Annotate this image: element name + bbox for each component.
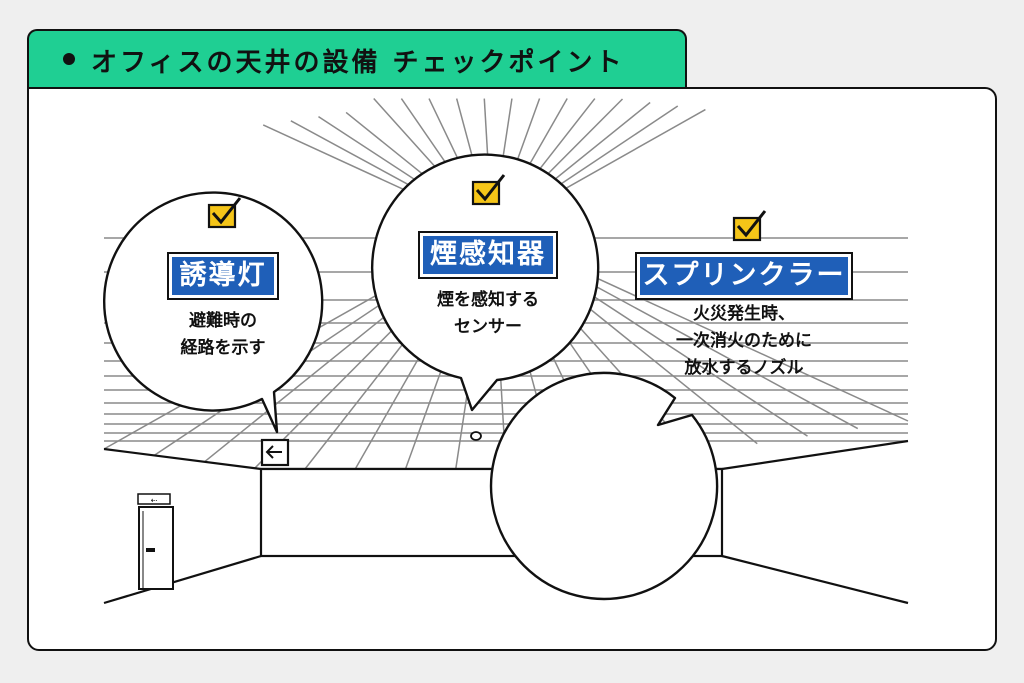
- checkbox-checked-icon: [207, 197, 242, 229]
- desc-smoke-detector: 煙を感知する センサー: [437, 290, 539, 337]
- exit-sign: [260, 438, 290, 467]
- svg-text:⇠: ⇠: [151, 496, 158, 505]
- page-title: オフィスの天井の設備 チェックポイント: [91, 48, 625, 78]
- bubble-exit-light: [103, 191, 324, 434]
- exit-arrow-icon: [265, 445, 282, 459]
- label-sprinkler: スプリンクラー: [637, 254, 851, 298]
- desc-sprinkler: 火災発生時、 一次消火のために 放水するノズル: [676, 304, 812, 378]
- bullet-dot-icon: [63, 53, 75, 65]
- bubble-sprinkler: [489, 371, 719, 601]
- checkbox-checked-icon: [471, 174, 506, 206]
- title-tab: オフィスの天井の設備 チェックポイント: [27, 29, 687, 87]
- desc-exit-light: 避難時の 経路を示す: [180, 311, 266, 358]
- smoke-detector: [470, 431, 482, 441]
- checkbox-checked-icon: [732, 210, 767, 242]
- door: ⇠: [137, 493, 174, 590]
- label-smoke-detector: 煙感知器: [420, 233, 556, 277]
- label-exit-light: 誘導灯: [169, 254, 277, 298]
- bubble-smoke-detector: [371, 153, 600, 412]
